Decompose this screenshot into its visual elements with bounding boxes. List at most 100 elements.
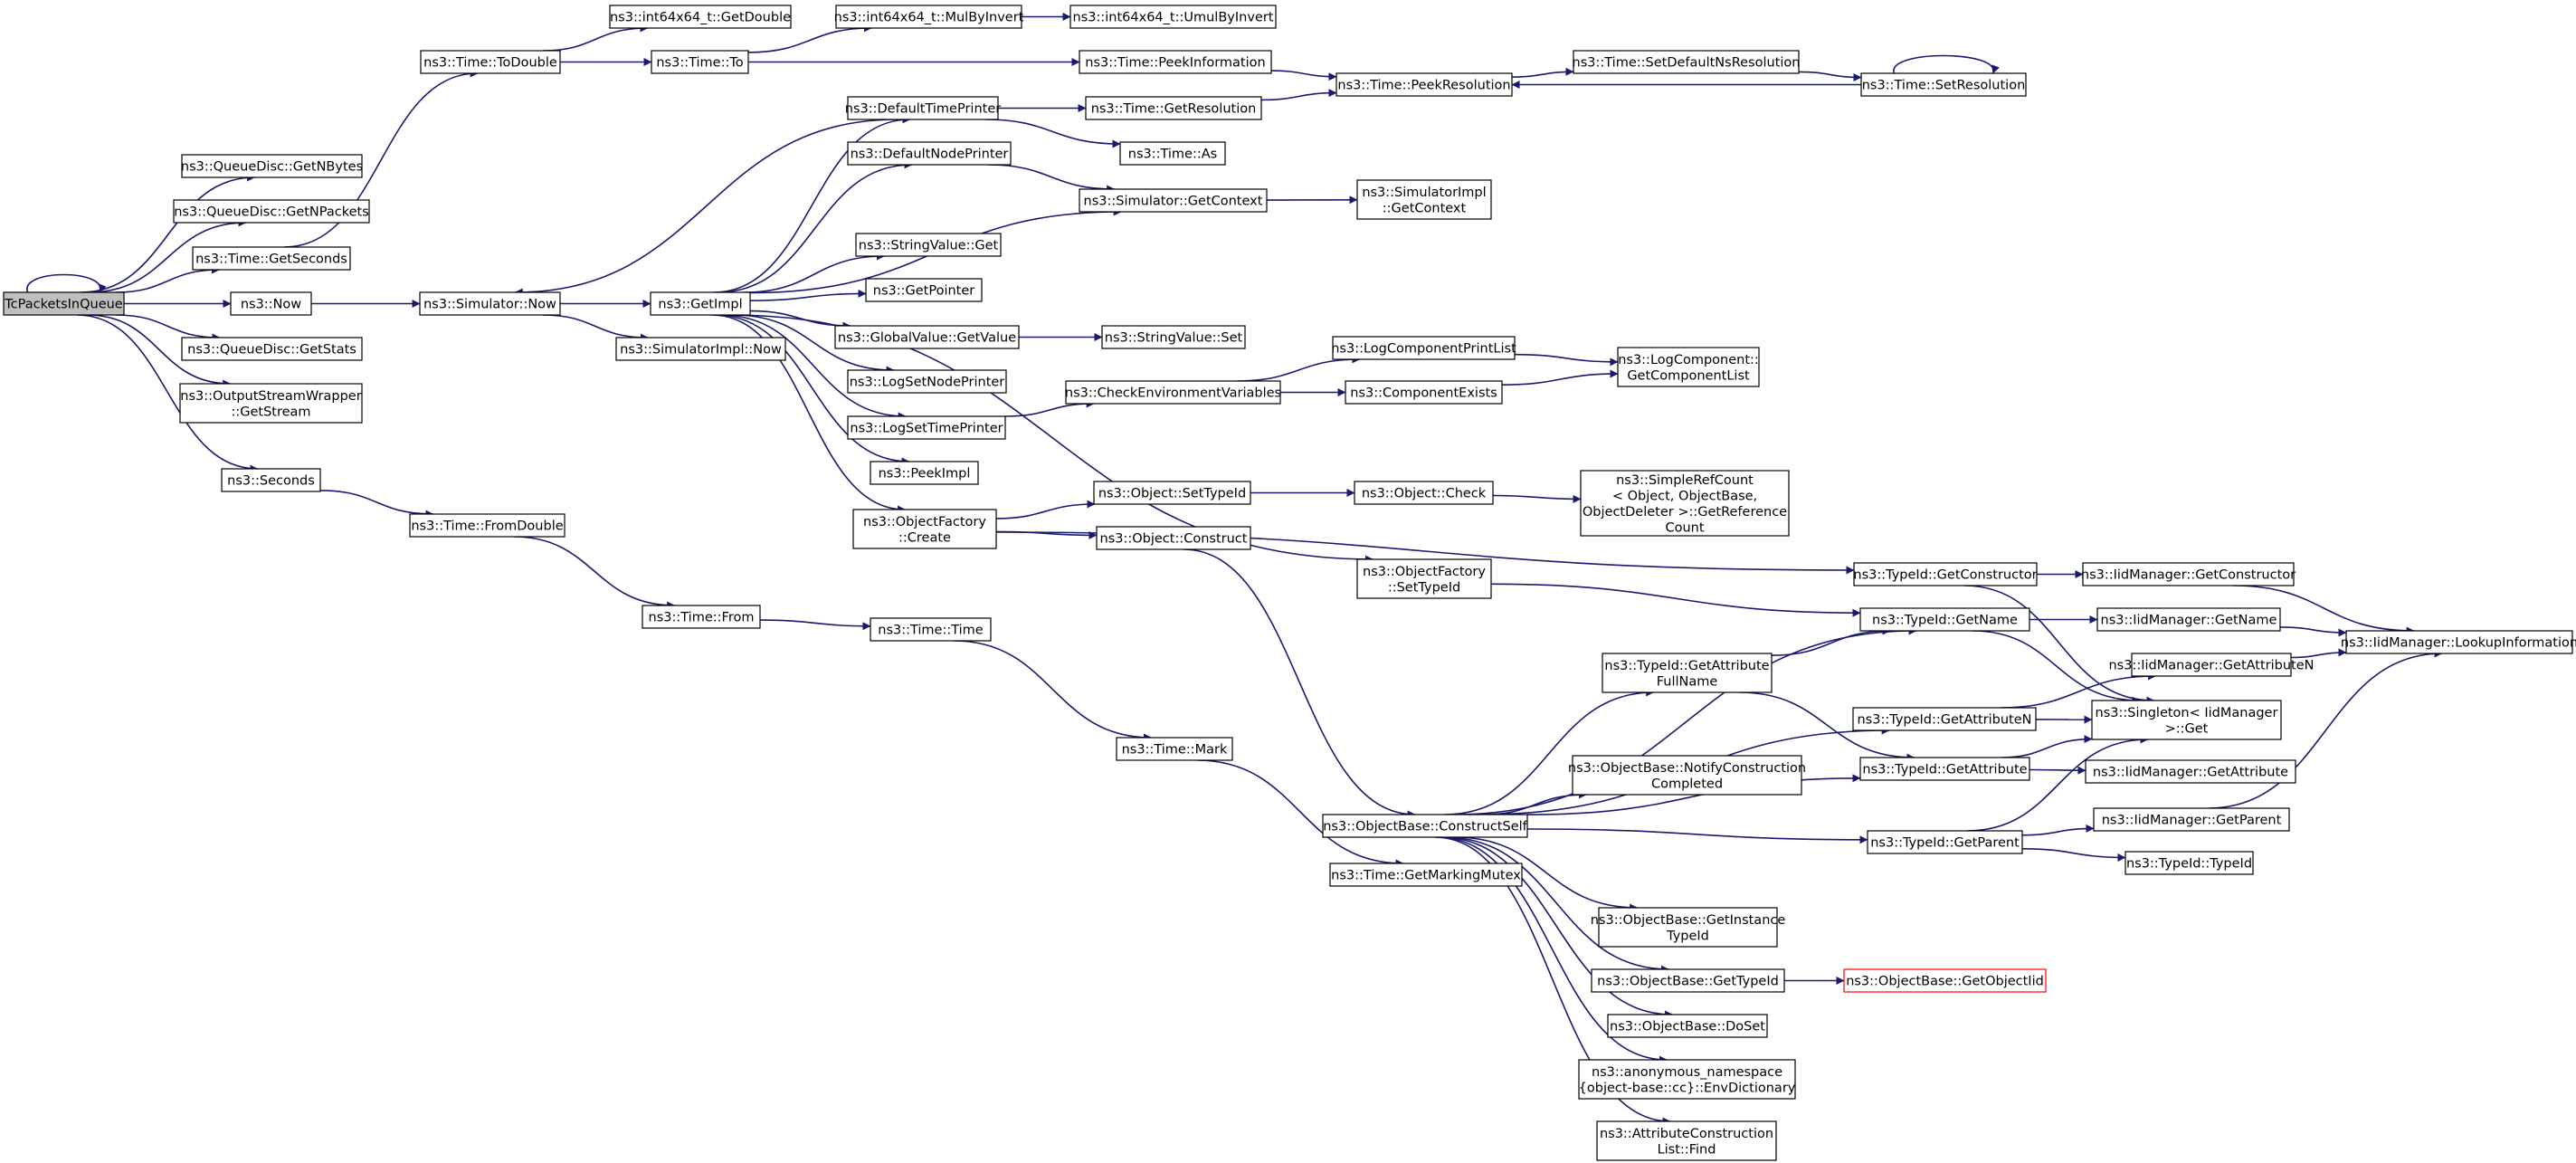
node-seconds[interactable]: ns3::Seconds xyxy=(221,468,321,492)
node-label: ns3::QueueDisc::GetStats xyxy=(187,343,356,357)
node-defTimePrinter[interactable]: ns3::DefaultTimePrinter xyxy=(845,96,1001,120)
node-notifyConstruction[interactable]: ns3::ObjectBase::NotifyConstructionCompl… xyxy=(1568,755,1806,796)
node-tidTypeId[interactable]: ns3::TypeId::TypeId xyxy=(2124,851,2254,875)
node-markingMutex[interactable]: ns3::Time::GetMarkingMutex xyxy=(1329,863,1523,887)
node-box xyxy=(1617,347,1760,387)
node-peekResolution[interactable]: ns3::Time::PeekResolution xyxy=(1336,72,1513,97)
node-label: ::GetContext xyxy=(1383,201,1467,215)
node-box xyxy=(847,96,999,120)
node-label: ns3::LogSetTimePrinter xyxy=(850,422,1003,436)
node-label: ns3::ObjectBase::GetObjectIid xyxy=(1846,975,2044,989)
edge-getImpl-to-logSetNodePrinter xyxy=(733,314,895,375)
node-envDictionary[interactable]: ns3::anonymous_namespace{object-base::cc… xyxy=(1578,1059,1796,1100)
node-timeAs[interactable]: ns3::Time::As xyxy=(1119,141,1226,166)
node-ofCreate[interactable]: ns3::ObjectFactory::Create xyxy=(852,509,997,549)
node-tidGetAttribute[interactable]: ns3::TypeId::GetAttribute xyxy=(1859,757,2030,781)
node-peekImpl[interactable]: ns3::PeekImpl xyxy=(870,461,979,485)
node-tidGetParent[interactable]: ns3::TypeId::GetParent xyxy=(1867,830,2023,854)
node-timeTime[interactable]: ns3::Time::Time xyxy=(870,617,992,642)
node-box xyxy=(1852,707,2037,731)
node-strValGet[interactable]: ns3::StringValue::Get xyxy=(855,233,1002,257)
node-box xyxy=(1101,325,1246,349)
node-getPointer[interactable]: ns3::GetPointer xyxy=(865,278,983,302)
node-logSetNodePrinter[interactable]: ns3::LogSetNodePrinter xyxy=(847,369,1007,394)
node-ofSetTypeId[interactable]: ns3::ObjectFactory::SetTypeId xyxy=(1356,558,1492,599)
node-objConstruct[interactable]: ns3::Object::Construct xyxy=(1096,526,1251,550)
node-label: ns3::Time::FromDouble xyxy=(411,520,563,534)
node-getImpl[interactable]: ns3::GetImpl xyxy=(650,291,751,316)
node-label: ns3::int64x64_t::MulByInvert xyxy=(834,11,1024,25)
node-label: ns3::ComponentExists xyxy=(1350,386,1497,401)
node-constructSelf[interactable]: ns3::ObjectBase::ConstructSelf xyxy=(1322,814,1528,838)
node-peekInformation[interactable]: ns3::Time::PeekInformation xyxy=(1079,50,1272,74)
node-obGetTypeId[interactable]: ns3::ObjectBase::GetTypeId xyxy=(1591,968,1785,993)
node-simpleRefCount[interactable]: ns3::SimpleRefCount< Object, ObjectBase,… xyxy=(1580,470,1790,537)
node-label: ns3::IidManager::GetAttribute xyxy=(2093,766,2288,780)
node-simImplGetContext[interactable]: ns3::SimulatorImpl::GetContext xyxy=(1356,179,1492,220)
node-tidGetAttributeN[interactable]: ns3::TypeId::GetAttributeN xyxy=(1852,707,2037,731)
node-getStats[interactable]: ns3::QueueDisc::GetStats xyxy=(181,337,363,361)
node-label: ns3::Object::Construct xyxy=(1100,532,1248,547)
node-logCompGetList[interactable]: ns3::LogComponent::GetComponentList xyxy=(1617,347,1760,387)
node-label: ns3::Time::SetResolution xyxy=(1862,79,2026,93)
node-strValSet[interactable]: ns3::StringValue::Set xyxy=(1101,325,1246,349)
node-now[interactable]: ns3::Now xyxy=(230,291,312,316)
node-iidGetParent[interactable]: ns3::IidManager::GetParent xyxy=(2093,807,2290,832)
node-iidGetAttribute[interactable]: ns3::IidManager::GetAttribute xyxy=(2085,759,2296,784)
node-toDouble[interactable]: ns3::Time::ToDouble xyxy=(420,50,561,74)
node-singletonGet[interactable]: ns3::Singleton< IidManager>::Get xyxy=(2091,700,2282,740)
node-getSeconds[interactable]: ns3::Time::GetSeconds xyxy=(192,246,351,271)
node-label: ns3::Time::ToDouble xyxy=(423,56,557,71)
node-simNow[interactable]: ns3::Simulator::Now xyxy=(419,291,561,316)
edge-ofSetTypeId-to-tidGetName xyxy=(1490,583,1861,617)
node-box xyxy=(1602,653,1773,693)
node-componentExists[interactable]: ns3::ComponentExists xyxy=(1345,380,1503,405)
node-getResolution[interactable]: ns3::Time::GetResolution xyxy=(1085,96,1262,120)
node-box xyxy=(1096,526,1251,550)
node-box xyxy=(1853,562,2038,586)
node-label: ns3::SimulatorImpl::Now xyxy=(620,343,782,357)
node-iidGetName[interactable]: ns3::IidManager::GetName xyxy=(2096,607,2281,632)
node-box xyxy=(870,461,979,485)
node-box xyxy=(173,199,370,224)
node-iidGetConstructor[interactable]: ns3::IidManager::GetConstructor xyxy=(2081,562,2296,586)
node-gvGetValue[interactable]: ns3::GlobalValue::GetValue xyxy=(834,325,1020,349)
node-simGetContext[interactable]: ns3::Simulator::GetContext xyxy=(1079,188,1268,213)
node-objCheck[interactable]: ns3::Object::Check xyxy=(1354,481,1494,505)
node-getStream[interactable]: ns3::OutputStreamWrapper::GetStream xyxy=(179,383,363,424)
edge-root-to-getStream xyxy=(87,314,232,388)
edge-defTimePrinter-to-timeAs xyxy=(984,119,1121,148)
node-i64GetDouble[interactable]: ns3::int64x64_t::GetDouble xyxy=(609,5,792,29)
node-timeFrom[interactable]: ns3::Time::From xyxy=(642,605,761,629)
node-box xyxy=(181,337,363,361)
node-tidGetConstructor[interactable]: ns3::TypeId::GetConstructor xyxy=(1853,562,2038,586)
node-timeMark[interactable]: ns3::Time::Mark xyxy=(1116,737,1233,761)
node-iidGetAttributeN[interactable]: ns3::IidManager::GetAttributeN xyxy=(2108,653,2315,677)
node-tidGetName[interactable]: ns3::TypeId::GetName xyxy=(1859,607,2030,632)
node-getNBytes[interactable]: ns3::QueueDisc::GetNBytes xyxy=(181,154,363,178)
node-iidLookupInfo[interactable]: ns3::IidManager::LookupInformation xyxy=(2341,630,2576,654)
node-simImplNow[interactable]: ns3::SimulatorImpl::Now xyxy=(615,337,786,361)
edge-constructSelf-to-obDoSet xyxy=(1440,836,1674,1019)
node-setResolution[interactable]: ns3::Time::SetResolution xyxy=(1860,72,2027,97)
node-getObjectIid[interactable]: ns3::ObjectBase::GetObjectIid xyxy=(1843,968,2047,993)
node-mulByInvert[interactable]: ns3::int64x64_t::MulByInvert xyxy=(834,5,1024,29)
node-checkEnv[interactable]: ns3::CheckEnvironmentVariables xyxy=(1065,380,1281,405)
node-getNPackets[interactable]: ns3::QueueDisc::GetNPackets xyxy=(173,199,370,224)
node-label: ns3::StringValue::Set xyxy=(1105,331,1243,346)
node-defNodePrinter[interactable]: ns3::DefaultNodePrinter xyxy=(847,141,1012,166)
node-logCompPrintList[interactable]: ns3::LogComponentPrintList xyxy=(1331,336,1516,360)
node-umulByInvert[interactable]: ns3::int64x64_t::UmulByInvert xyxy=(1069,5,1277,29)
edge-defNodePrinter-to-simGetContext xyxy=(987,164,1116,194)
node-fromDouble[interactable]: ns3::Time::FromDouble xyxy=(409,513,566,538)
node-objSetTypeId[interactable]: ns3::Object::SetTypeId xyxy=(1093,481,1251,505)
node-root[interactable]: TcPacketsInQueue xyxy=(3,291,125,316)
node-timeTo[interactable]: ns3::Time::To xyxy=(651,50,749,74)
node-label: ns3::int64x64_t::GetDouble xyxy=(610,11,791,25)
node-logSetTimePrinter[interactable]: ns3::LogSetTimePrinter xyxy=(847,415,1006,440)
node-obDoSet[interactable]: ns3::ObjectBase::DoSet xyxy=(1607,1014,1768,1038)
node-setDefaultNsRes[interactable]: ns3::Time::SetDefaultNsResolution xyxy=(1573,50,1801,74)
